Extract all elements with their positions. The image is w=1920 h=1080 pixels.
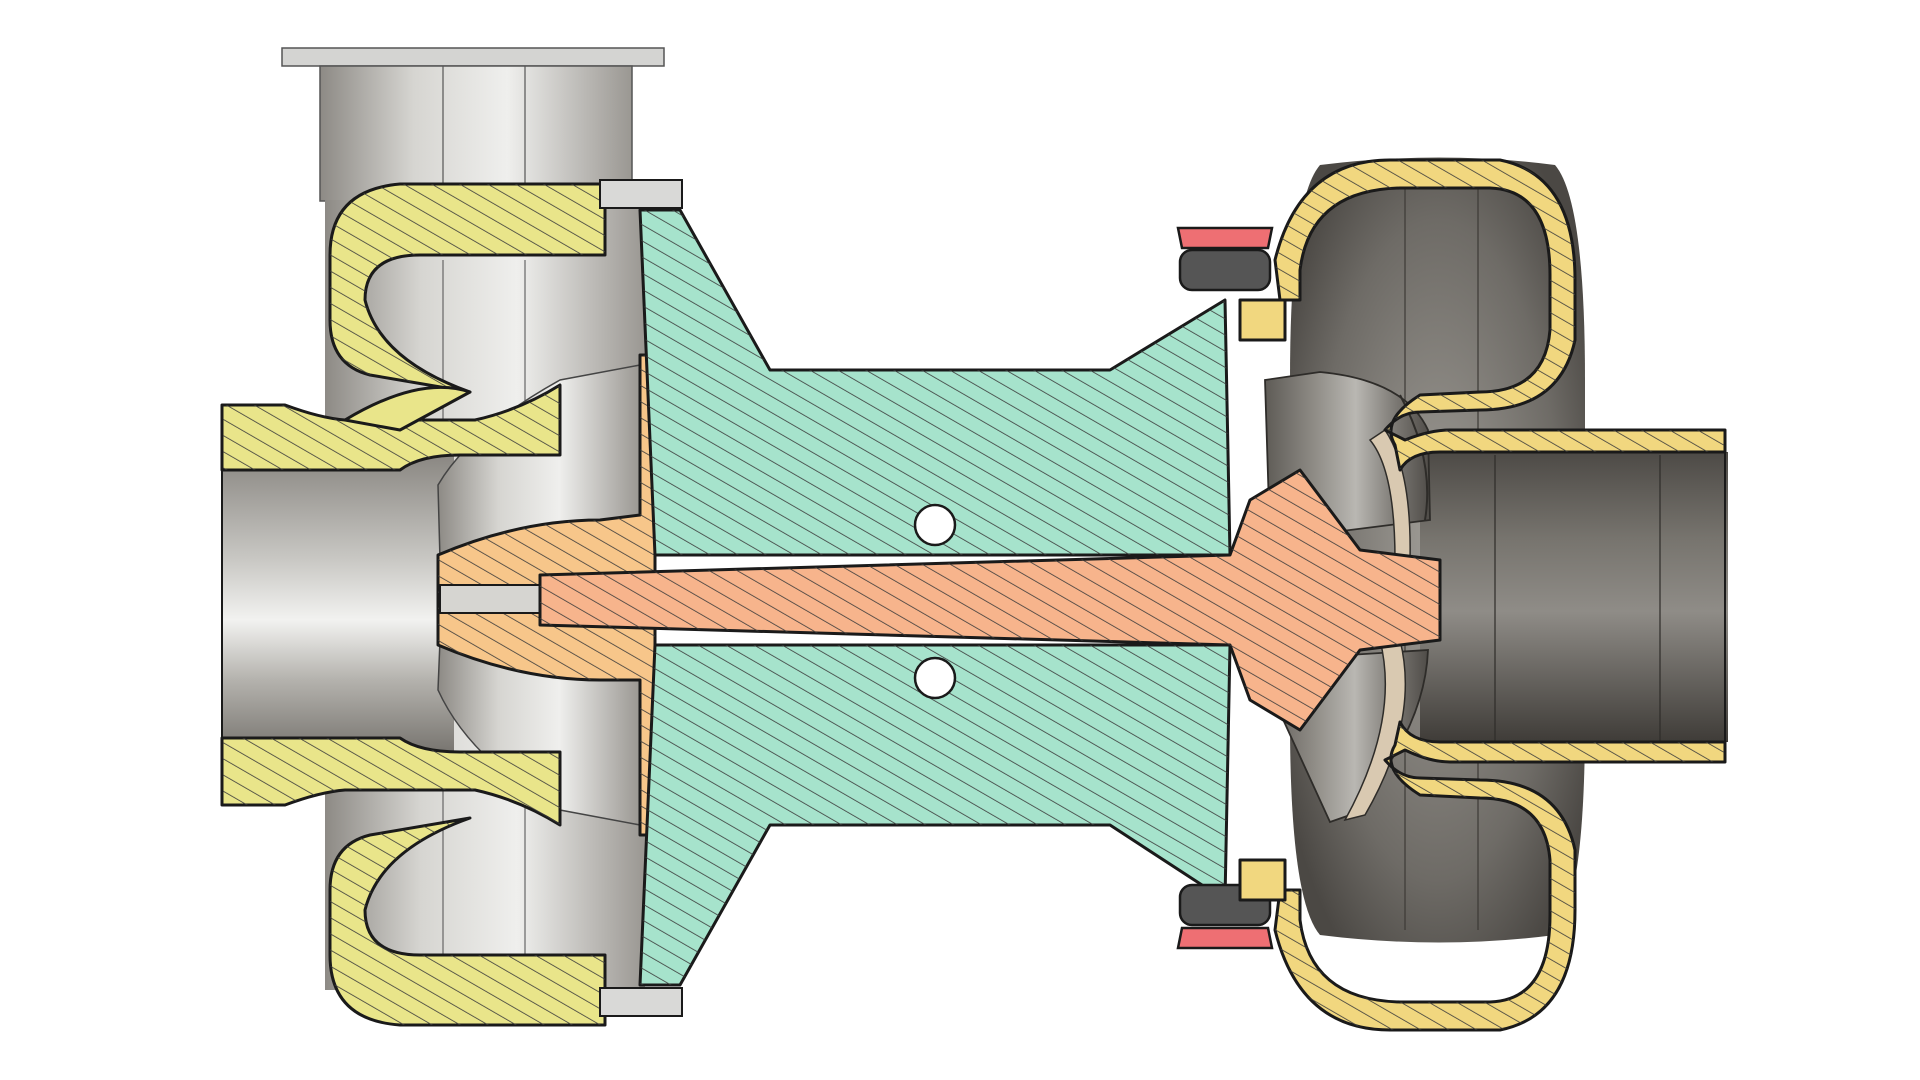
bearing-housing-section — [638, 208, 1232, 987]
turbine-exhaust-bore — [1420, 452, 1728, 742]
turbine-seal-assembly — [1176, 226, 1274, 950]
oil-hole-upper — [913, 503, 957, 547]
compressor-inlet-bore — [222, 455, 454, 755]
flange-bolt-lower — [599, 987, 683, 1017]
flange-bolt-upper — [599, 179, 683, 209]
seal-ring-lower — [1176, 926, 1274, 950]
turbine-blade-lower-tip — [1343, 639, 1407, 822]
oil-hole-lower — [913, 656, 957, 700]
seal-ring-upper — [1176, 226, 1274, 250]
heat-shield-upper — [1178, 248, 1272, 292]
turbine-shaft — [538, 468, 1442, 732]
turbine-housing-section — [1238, 158, 1727, 1032]
compressor-outlet-flange — [281, 47, 665, 67]
section-outline — [221, 405, 1726, 805]
compressor-outlet-pipe — [319, 65, 633, 202]
compressor-housing-section — [220, 182, 607, 1027]
